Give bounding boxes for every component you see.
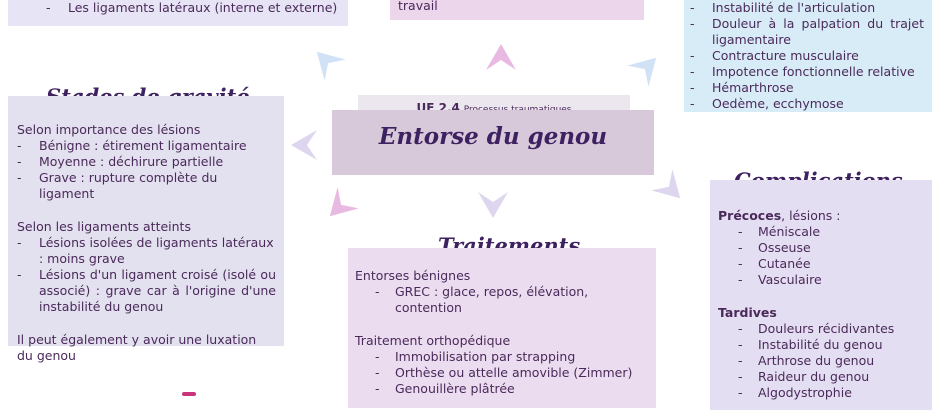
center-title: Entorse du genou <box>378 123 608 150</box>
top-center-text: travail <box>398 0 438 13</box>
list-item: Hémarthrose <box>690 80 924 96</box>
complications-sec2-list: Douleurs récidivantes Instabilité du gen… <box>718 321 926 401</box>
arrow-down-right-icon <box>647 165 695 213</box>
list-item: Raideur du genou <box>718 369 926 385</box>
traitements-sec2-heading: Traitement orthopédique <box>355 333 511 348</box>
bottom-left-title-fragment <box>176 388 206 400</box>
list-item: GREC : glace, repos, élévation, contenti… <box>355 284 648 316</box>
list-item: Lésions isolées de ligaments latéraux : … <box>17 235 276 267</box>
list-item: Contracture musculaire <box>690 48 924 64</box>
list-item: Grave : rupture complète du ligament <box>17 170 276 202</box>
complications-sec1-list: Méniscale Osseuse Cutanée Vasculaire <box>718 224 926 288</box>
list-item: Instabilité de l'articulation <box>690 0 924 16</box>
list-item: Immobilisation par strapping <box>355 349 648 365</box>
list-item: Genouillère plâtrée <box>355 381 648 397</box>
complications-box: Précoces, lésions : Méniscale Osseuse Cu… <box>710 180 932 410</box>
list-item: Osseuse <box>718 240 926 256</box>
traitements-sec2-list: Immobilisation par strapping Orthèse ou … <box>355 349 648 397</box>
top-center-box: travail <box>390 0 644 20</box>
list-item: Orthèse ou attelle amovible (Zimmer) <box>355 365 648 381</box>
traitements-sec1-heading: Entorses bénignes <box>355 268 471 283</box>
complications-sec2-heading: Tardives <box>718 305 777 320</box>
top-right-list: Instabilité de l'articulation Douleur à … <box>690 0 924 112</box>
arrow-down-icon <box>476 188 510 222</box>
list-item: Douleurs récidivantes <box>718 321 926 337</box>
top-right-box: Instabilité de l'articulation Douleur à … <box>684 0 932 112</box>
arrow-up-icon <box>484 40 518 74</box>
stades-box: Selon importance des lésions Bénigne : é… <box>8 96 284 363</box>
stades-sec2-list: Lésions isolées de ligaments latéraux : … <box>17 235 276 315</box>
list-item: Douleur à la palpation du trajet ligamen… <box>690 16 924 48</box>
arrow-up-right-icon <box>623 43 671 91</box>
list-item: Lésions d'un ligament croisé (isolé ou a… <box>17 267 276 315</box>
arrow-up-left-icon <box>302 37 350 85</box>
list-item: Impotence fonctionnelle relative <box>690 64 924 80</box>
stades-sec1-list: Bénigne : étirement ligamentaire Moyenne… <box>17 138 276 202</box>
top-left-item: Les ligaments latéraux (interne et exter… <box>46 0 348 16</box>
list-item: Algodystrophie <box>718 385 926 401</box>
list-item: Bénigne : étirement ligamentaire <box>17 138 276 154</box>
stades-sec1-heading: Selon importance des lésions <box>17 122 201 137</box>
arrow-left-icon <box>287 128 321 162</box>
list-item: Arthrose du genou <box>718 353 926 369</box>
traitements-sec1-list: GREC : glace, repos, élévation, contenti… <box>355 284 648 316</box>
traitements-box: Entorses bénignes GREC : glace, repos, é… <box>348 248 656 408</box>
top-left-box: Les ligaments latéraux (interne et exter… <box>8 0 348 26</box>
stades-sec2-heading: Selon les ligaments atteints <box>17 219 191 234</box>
list-item: Méniscale <box>718 224 926 240</box>
center-box: Entorse du genou <box>332 110 654 175</box>
list-item: Instabilité du genou <box>718 337 926 353</box>
list-item: Vasculaire <box>718 272 926 288</box>
list-item: Cutanée <box>718 256 926 272</box>
arrow-down-left-icon <box>315 183 363 231</box>
list-item: Oedème, ecchymose <box>690 96 924 112</box>
list-item: Moyenne : déchirure partielle <box>17 154 276 170</box>
complications-sec1-heading: Précoces, lésions : <box>718 208 841 223</box>
stades-note: Il peut également y avoir une luxation d… <box>17 332 257 363</box>
